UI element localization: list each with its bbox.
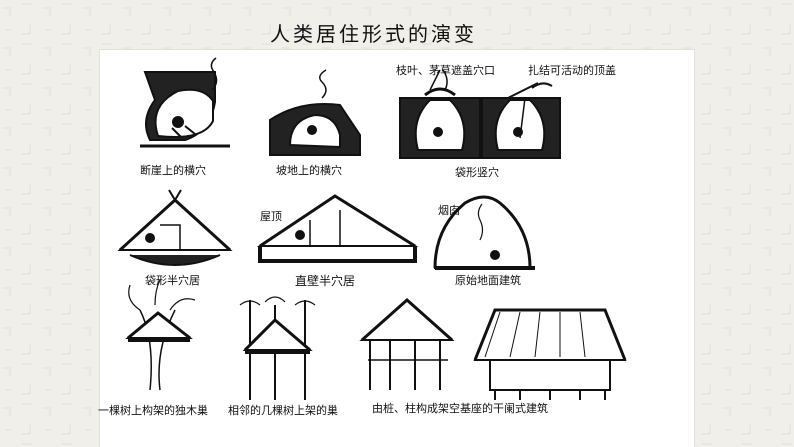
label-straight-semi: 直壁半穴居 [295, 274, 356, 288]
label-multi-tree-nest: 相邻的几棵树上架的巢 [228, 404, 338, 417]
bag-semi-pit-drawing [117, 189, 233, 266]
multi-tree-nest-drawing [239, 296, 316, 400]
bag-pit-drawing-1 [399, 69, 481, 159]
label-chimney: 烟囱 [438, 204, 460, 217]
stilt-house-drawing-small [359, 297, 455, 390]
cliff-cave-drawing [140, 57, 230, 148]
stilt-house-drawing-large [473, 308, 627, 400]
diagram-panel: 断崖上的横穴 坡地上的横穴 枝叶、茅草遮盖穴口 扎结可活动的顶盖 袋形竖穴 袋形… [98, 50, 694, 447]
slope-cave-drawing [269, 69, 361, 156]
label-bag-semi: 袋形半穴居 [145, 274, 200, 287]
single-tree-nest-drawing [125, 279, 196, 391]
label-bag-pit: 袋形竖穴 [455, 166, 499, 179]
bag-pit-drawing-2 [481, 82, 561, 159]
dwelling-illustrations [117, 57, 627, 400]
straight-semi-pit-drawing [256, 194, 419, 263]
label-slope-cave: 坡地上的横穴 [276, 164, 342, 177]
label-branches-note: 枝叶、茅草遮盖穴口 [396, 64, 495, 77]
page-title: 人类居住形式的演变 [270, 22, 477, 46]
ground-building-drawing [433, 195, 535, 270]
label-cliff-cave: 断崖上的横穴 [140, 164, 206, 177]
label-roof: 屋顶 [260, 210, 282, 223]
label-movable-roof-note: 扎结可活动的顶盖 [528, 64, 616, 77]
label-ground-building: 原始地面建筑 [455, 274, 521, 287]
label-ganlan: 由桩、柱构成架空基座的干阑式建筑 [372, 402, 548, 415]
label-single-tree-nest: 一棵树上构架的独木巢 [98, 404, 208, 417]
